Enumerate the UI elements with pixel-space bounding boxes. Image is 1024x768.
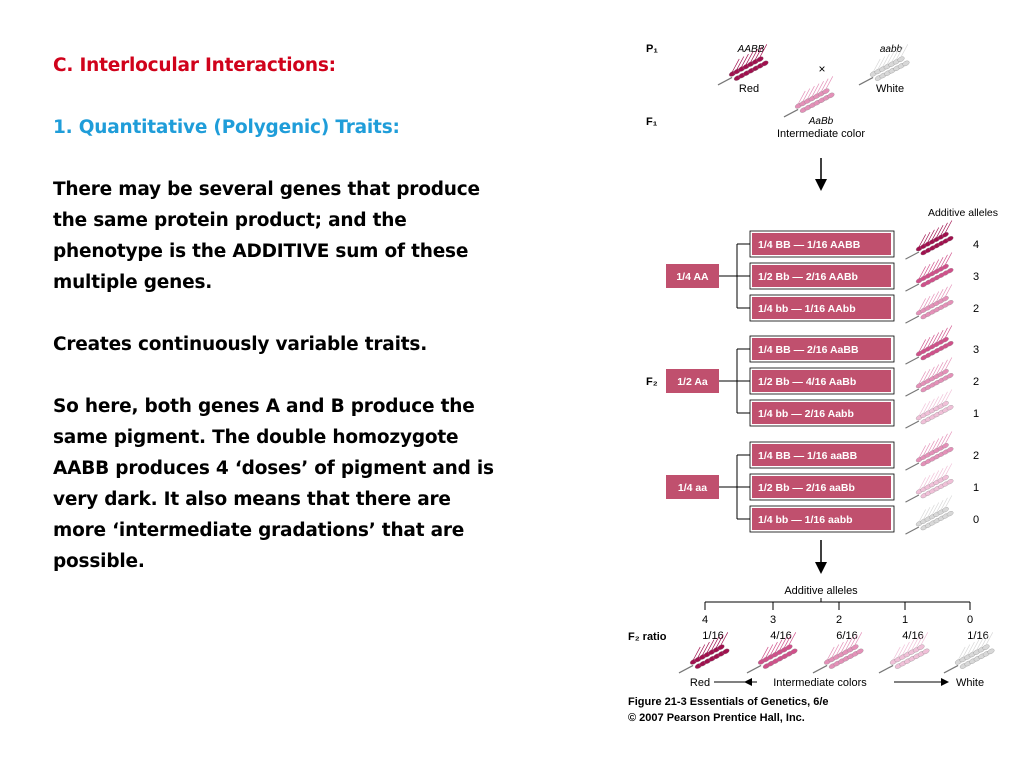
slide-heading: C. Interlocular Interactions:	[53, 55, 336, 76]
genotype-row-box	[752, 508, 891, 530]
ratio-value: 6/16	[836, 630, 857, 642]
f2-label: F₂	[646, 376, 658, 388]
figure-caption: Figure 21-3 Essentials of Genetics, 6/e	[628, 696, 829, 708]
genotype-row-box	[752, 402, 891, 424]
parent-right-phenotype: White	[876, 83, 904, 95]
genotype-row-text: 1/4 bb — 2/16 Aabb	[758, 408, 854, 420]
ratio-header: Additive alleles	[784, 585, 858, 597]
group-label: 1/4 AA	[676, 271, 709, 283]
parent-right-genotype: aabb	[880, 44, 903, 55]
genotype-row-box	[752, 297, 891, 319]
genotype-row-box	[752, 338, 891, 360]
f1-phenotype: Intermediate color	[777, 128, 865, 140]
genotype-row-bracket	[749, 505, 895, 533]
ratio-allele-count: 2	[836, 614, 842, 626]
paragraph-example: So here, both genes A and B produce the …	[53, 396, 494, 572]
f2-group: 1/4 aa 1/4 BB — 1/16 aaBB 2 1/2 Bb — 2/16 a…	[666, 431, 979, 535]
wheat-intermediate-icon	[783, 76, 835, 118]
genotype-row-bracket	[749, 294, 895, 322]
ratio-allele-count: 1	[902, 614, 908, 626]
p1-label: P₁	[646, 43, 658, 55]
genotype-row-bracket	[749, 473, 895, 501]
genotype-row-text: 1/2 Bb — 4/16 AaBb	[758, 376, 856, 388]
additive-allele-count: 2	[973, 303, 979, 315]
genotype-row-box	[752, 476, 891, 498]
genotype-row-bracket	[749, 441, 895, 469]
additive-allele-count: 3	[973, 344, 979, 356]
genotype-row-bracket	[749, 399, 895, 427]
spectrum-left-label: Red	[690, 677, 710, 689]
genotype-row-box	[752, 370, 891, 392]
genotype-row-text: 1/4 BB — 1/16 aaBB	[758, 450, 858, 462]
figure-copyright: © 2007 Pearson Prentice Hall, Inc.	[628, 712, 805, 724]
additive-alleles-header: Additive alleles	[928, 207, 998, 219]
parent-left-genotype: AABB	[737, 44, 765, 55]
genotype-row-text: 1/2 Bb — 2/16 aaBb	[758, 482, 855, 494]
spectrum-middle-label: Intermediate colors	[773, 677, 867, 689]
group-label-box	[666, 475, 719, 499]
group-label: 1/4 aa	[678, 482, 707, 494]
f2-group: 1/2 Aa 1/4 BB — 2/16 AaBB 3 1/2 Bb — 4/16 A…	[666, 325, 979, 429]
group-label-box	[666, 264, 719, 288]
cross-symbol: ×	[818, 62, 825, 76]
additive-allele-count: 2	[973, 376, 979, 388]
genotype-row-text: 1/2 Bb — 2/16 AABb	[758, 271, 858, 283]
additive-allele-count: 2	[973, 450, 979, 462]
f2-branch-diagram: 1/4 AA 1/4 BB — 1/16 AABB 4 1/2 Bb — 2/16 A…	[666, 220, 979, 535]
ratio-value: 1/16	[967, 630, 988, 642]
genotype-row-bracket	[749, 262, 895, 290]
genotype-row-box	[752, 265, 891, 287]
f2-ratio-label: F₂ ratio	[628, 631, 667, 643]
slide-subheading: 1. Quantitative (Polygenic) Traits:	[53, 117, 400, 138]
genotype-row-box	[752, 444, 891, 466]
spectrum-right-label: White	[956, 677, 984, 689]
ratio-value: 1/16	[702, 630, 723, 642]
genotype-row-text: 1/4 BB — 2/16 AaBB	[758, 344, 859, 356]
f2-group: 1/4 AA 1/4 BB — 1/16 AABB 4 1/2 Bb — 2/16 A…	[666, 220, 979, 324]
ratio-allele-count: 0	[967, 614, 973, 626]
genotype-row-bracket	[749, 230, 895, 258]
additive-allele-count: 3	[973, 271, 979, 283]
group-label: 1/2 Aa	[677, 376, 708, 388]
f1-label: F₁	[646, 116, 658, 128]
paragraph-continuous: Creates continuously variable traits.	[53, 334, 428, 355]
ratio-value: 4/16	[770, 630, 791, 642]
genotype-row-text: 1/4 BB — 1/16 AABB	[758, 239, 861, 251]
f1-genotype: AaBb	[808, 116, 834, 127]
parent-left-phenotype: Red	[739, 83, 759, 95]
wheat-white-icon	[858, 44, 910, 86]
genotype-row-text: 1/4 bb — 1/16 AAbb	[758, 303, 856, 315]
genotype-row-text: 1/4 bb — 1/16 aabb	[758, 514, 853, 526]
genotype-row-bracket	[749, 335, 895, 363]
paragraph-definition: There may be several genes that produce …	[53, 179, 480, 293]
ratio-allele-count: 4	[702, 614, 708, 626]
additive-allele-count: 0	[973, 514, 979, 526]
additive-allele-count: 4	[973, 239, 979, 251]
additive-allele-count: 1	[973, 482, 979, 494]
additive-allele-count: 1	[973, 408, 979, 420]
ratio-allele-count: 3	[770, 614, 776, 626]
group-label-box	[666, 369, 719, 393]
genotype-row-bracket	[749, 367, 895, 395]
slide-text: C. Interlocular Interactions: 1. Quantit…	[53, 50, 503, 577]
wheat-red-icon	[717, 44, 769, 86]
f2-ratio-section: 4 1/16 3 4/16 2 6/16 1 4/16 0 1/16	[678, 598, 995, 674]
ratio-value: 4/16	[902, 630, 923, 642]
genotype-row-box	[752, 233, 891, 255]
